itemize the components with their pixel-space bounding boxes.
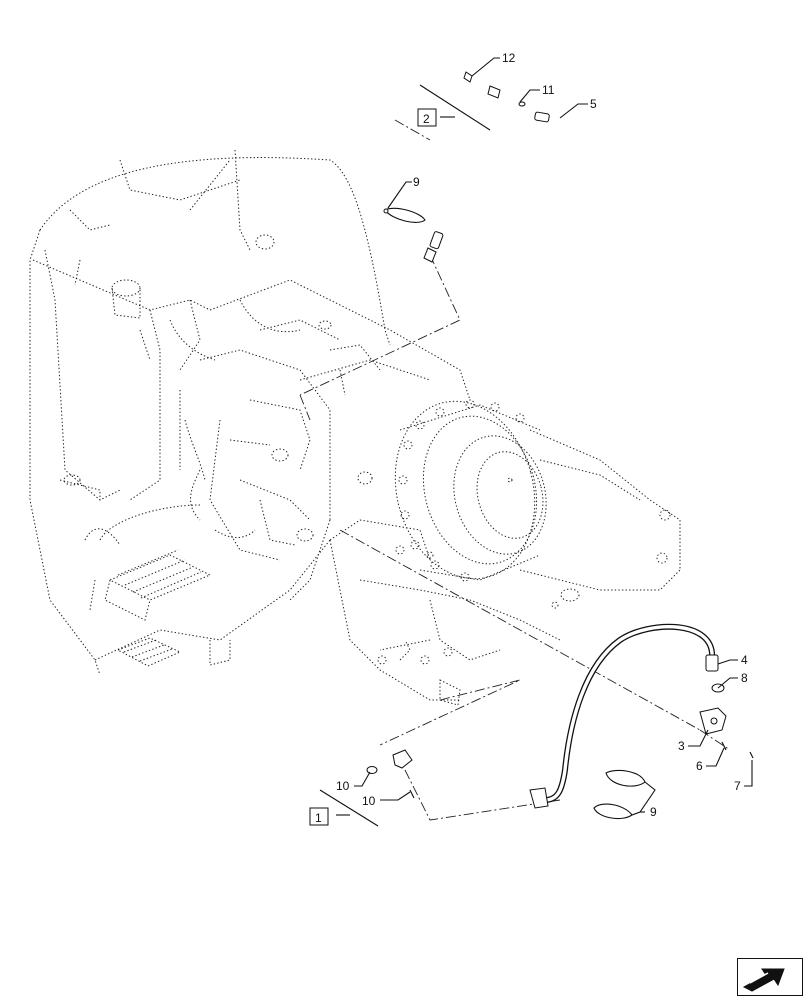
step-ladder bbox=[99, 504, 212, 667]
next-page-button[interactable] bbox=[737, 958, 803, 996]
hose-assembly-lower bbox=[529, 623, 725, 809]
callout-label-7: 7 bbox=[734, 779, 741, 793]
leader-lines bbox=[319, 57, 753, 827]
fittings-upper bbox=[463, 71, 526, 107]
clamps-lower bbox=[593, 769, 656, 820]
adapter-fittings bbox=[366, 749, 415, 799]
callout-label-3: 3 bbox=[678, 739, 685, 753]
callout-box-2 bbox=[417, 108, 437, 127]
callout-label-9-lower: 9 bbox=[650, 805, 657, 819]
callout-label-10-lower: 10 bbox=[362, 794, 376, 808]
bracket-and-bolts bbox=[699, 707, 754, 759]
callout-label-11: 11 bbox=[542, 83, 555, 97]
callout-label-5: 5 bbox=[590, 97, 597, 111]
routing-lines bbox=[299, 119, 731, 821]
clamp-upper bbox=[383, 207, 426, 223]
callout-label-6: 6 bbox=[696, 759, 703, 773]
hose-assembly-upper bbox=[423, 111, 581, 263]
callout-label-2: 2 bbox=[423, 112, 430, 126]
transmission-housing bbox=[179, 279, 471, 601]
callout-label-9-upper: 9 bbox=[413, 175, 420, 189]
tractor-body-outline bbox=[29, 149, 391, 676]
callout-box-1 bbox=[309, 807, 329, 826]
callout-label-10-upper: 10 bbox=[336, 779, 350, 793]
callout-label-8: 8 bbox=[741, 671, 748, 685]
callout-label-12: 12 bbox=[502, 51, 516, 65]
callout-label-1: 1 bbox=[315, 811, 322, 825]
axle-housing-frame bbox=[329, 429, 681, 706]
final-drive-hub bbox=[394, 399, 547, 582]
callout-label-4: 4 bbox=[741, 653, 748, 667]
next-page-arrow-icon bbox=[742, 968, 785, 992]
